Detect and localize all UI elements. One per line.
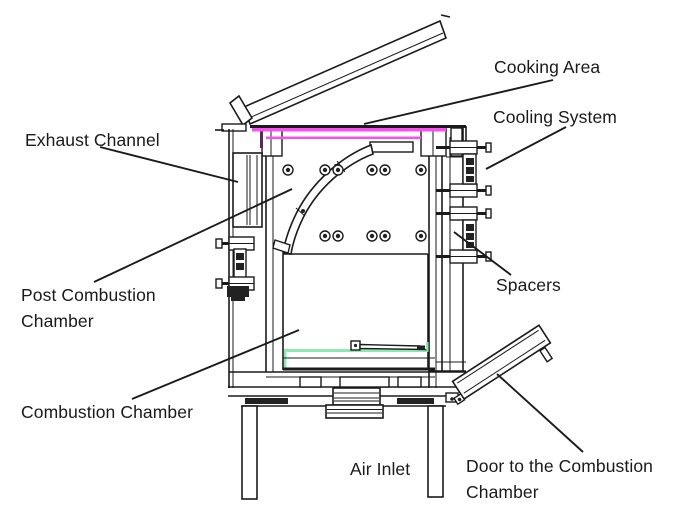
base-shade-right [397,398,434,404]
scraper-tool [350,340,428,351]
leg-left [241,405,258,500]
leader-cooling-system [485,126,567,170]
spacer-plate [462,153,477,185]
label-post-combustion-chamber: Post Combustion Chamber [21,285,156,331]
cooling-fin [449,206,492,221]
combustion-door [445,324,554,406]
label-air-inlet: Air Inlet [350,459,411,479]
bolt-row-2 [319,230,427,242]
air-inlet-duct [325,387,384,419]
leg-right [427,405,444,498]
leader-combustion-chamber [131,329,300,400]
label-door-to-combustion-chamber: Door to the Combustion Chamber [466,456,654,502]
label-cooking-area: Cooking Area [494,57,601,77]
leader-cooking-area [363,79,554,125]
lid-open [215,14,451,132]
bolt-row-1 [282,164,427,176]
corner-post-left [261,127,283,157]
baffle-top-plate [369,141,414,153]
leader-exhaust-channel [99,146,239,183]
wall-bolts [282,164,427,242]
cooking-surface-edge [260,128,263,148]
cooling-fin [449,249,492,264]
cooling-fin [449,183,492,198]
leader-post-combustion [93,188,293,283]
cooling-system-fins [436,140,492,264]
label-cooling-system: Cooling System [493,107,617,127]
baffle-foot [272,239,291,254]
base-shade-left [245,398,288,404]
label-combustion-chamber: Combustion Chamber [21,402,194,422]
leader-spacers [453,231,512,276]
combustion-chamber-box [282,253,435,371]
leader-lines [93,79,584,453]
door-handle [539,346,554,363]
lid-hinge-foot [221,123,247,132]
left-bracket-assembly [215,236,255,301]
under-floor-supports [266,376,435,388]
cooking-surface-line-2 [266,136,421,139]
cooling-fin [449,140,492,155]
label-spacers: Spacers [496,275,561,295]
exhaust-channel-duct [232,152,263,228]
legs [241,405,444,500]
leader-door [496,373,584,453]
spacer-plate [462,219,477,251]
label-exhaust-channel: Exhaust Channel [25,130,160,150]
cooking-surface-line-1 [252,128,446,132]
